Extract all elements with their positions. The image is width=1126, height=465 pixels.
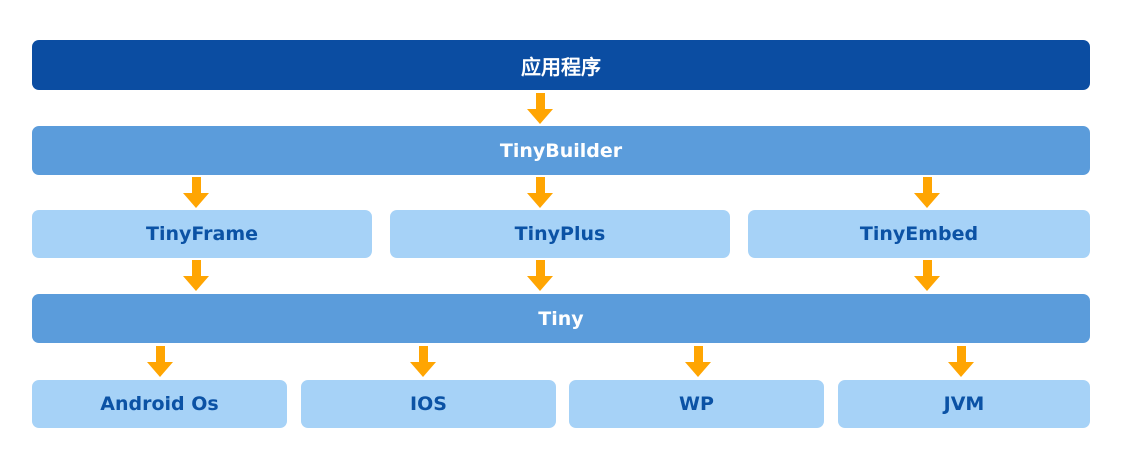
layer-tinyplus-label: TinyPlus — [514, 223, 606, 245]
layer-application: 应用程序 — [32, 40, 1090, 90]
layer-android-os: Android Os — [32, 380, 287, 428]
layer-tinybuilder-label: TinyBuilder — [499, 139, 623, 162]
layer-jvm: JVM — [838, 380, 1090, 428]
layer-android-os-label: Android Os — [100, 393, 219, 415]
arrow-down-icon — [527, 177, 553, 208]
layer-tinyembed-label: TinyEmbed — [859, 223, 979, 245]
arrow-down-icon — [527, 93, 553, 124]
layer-ios: IOS — [301, 380, 556, 428]
arrow-down-icon — [183, 177, 209, 208]
arrow-down-icon — [948, 346, 974, 377]
layer-tiny: Tiny — [32, 294, 1090, 343]
layer-wp-label: WP — [679, 393, 714, 415]
layer-application-label: 应用程序 — [521, 54, 601, 79]
layer-tinybuilder: TinyBuilder — [32, 126, 1090, 175]
layer-tiny-label: Tiny — [538, 307, 584, 330]
layer-tinyframe: TinyFrame — [32, 210, 372, 258]
arrow-down-icon — [914, 260, 940, 291]
arrow-down-icon — [183, 260, 209, 291]
layer-tinyframe-label: TinyFrame — [145, 223, 259, 245]
layer-wp: WP — [569, 380, 824, 428]
arrow-down-icon — [147, 346, 173, 377]
layer-ios-label: IOS — [410, 393, 447, 415]
arrow-down-icon — [914, 177, 940, 208]
layer-tinyembed: TinyEmbed — [748, 210, 1090, 258]
arrow-down-icon — [685, 346, 711, 377]
arrow-down-icon — [527, 260, 553, 291]
arrow-down-icon — [410, 346, 436, 377]
layer-jvm-label: JVM — [943, 393, 985, 415]
layer-tinyplus: TinyPlus — [390, 210, 730, 258]
